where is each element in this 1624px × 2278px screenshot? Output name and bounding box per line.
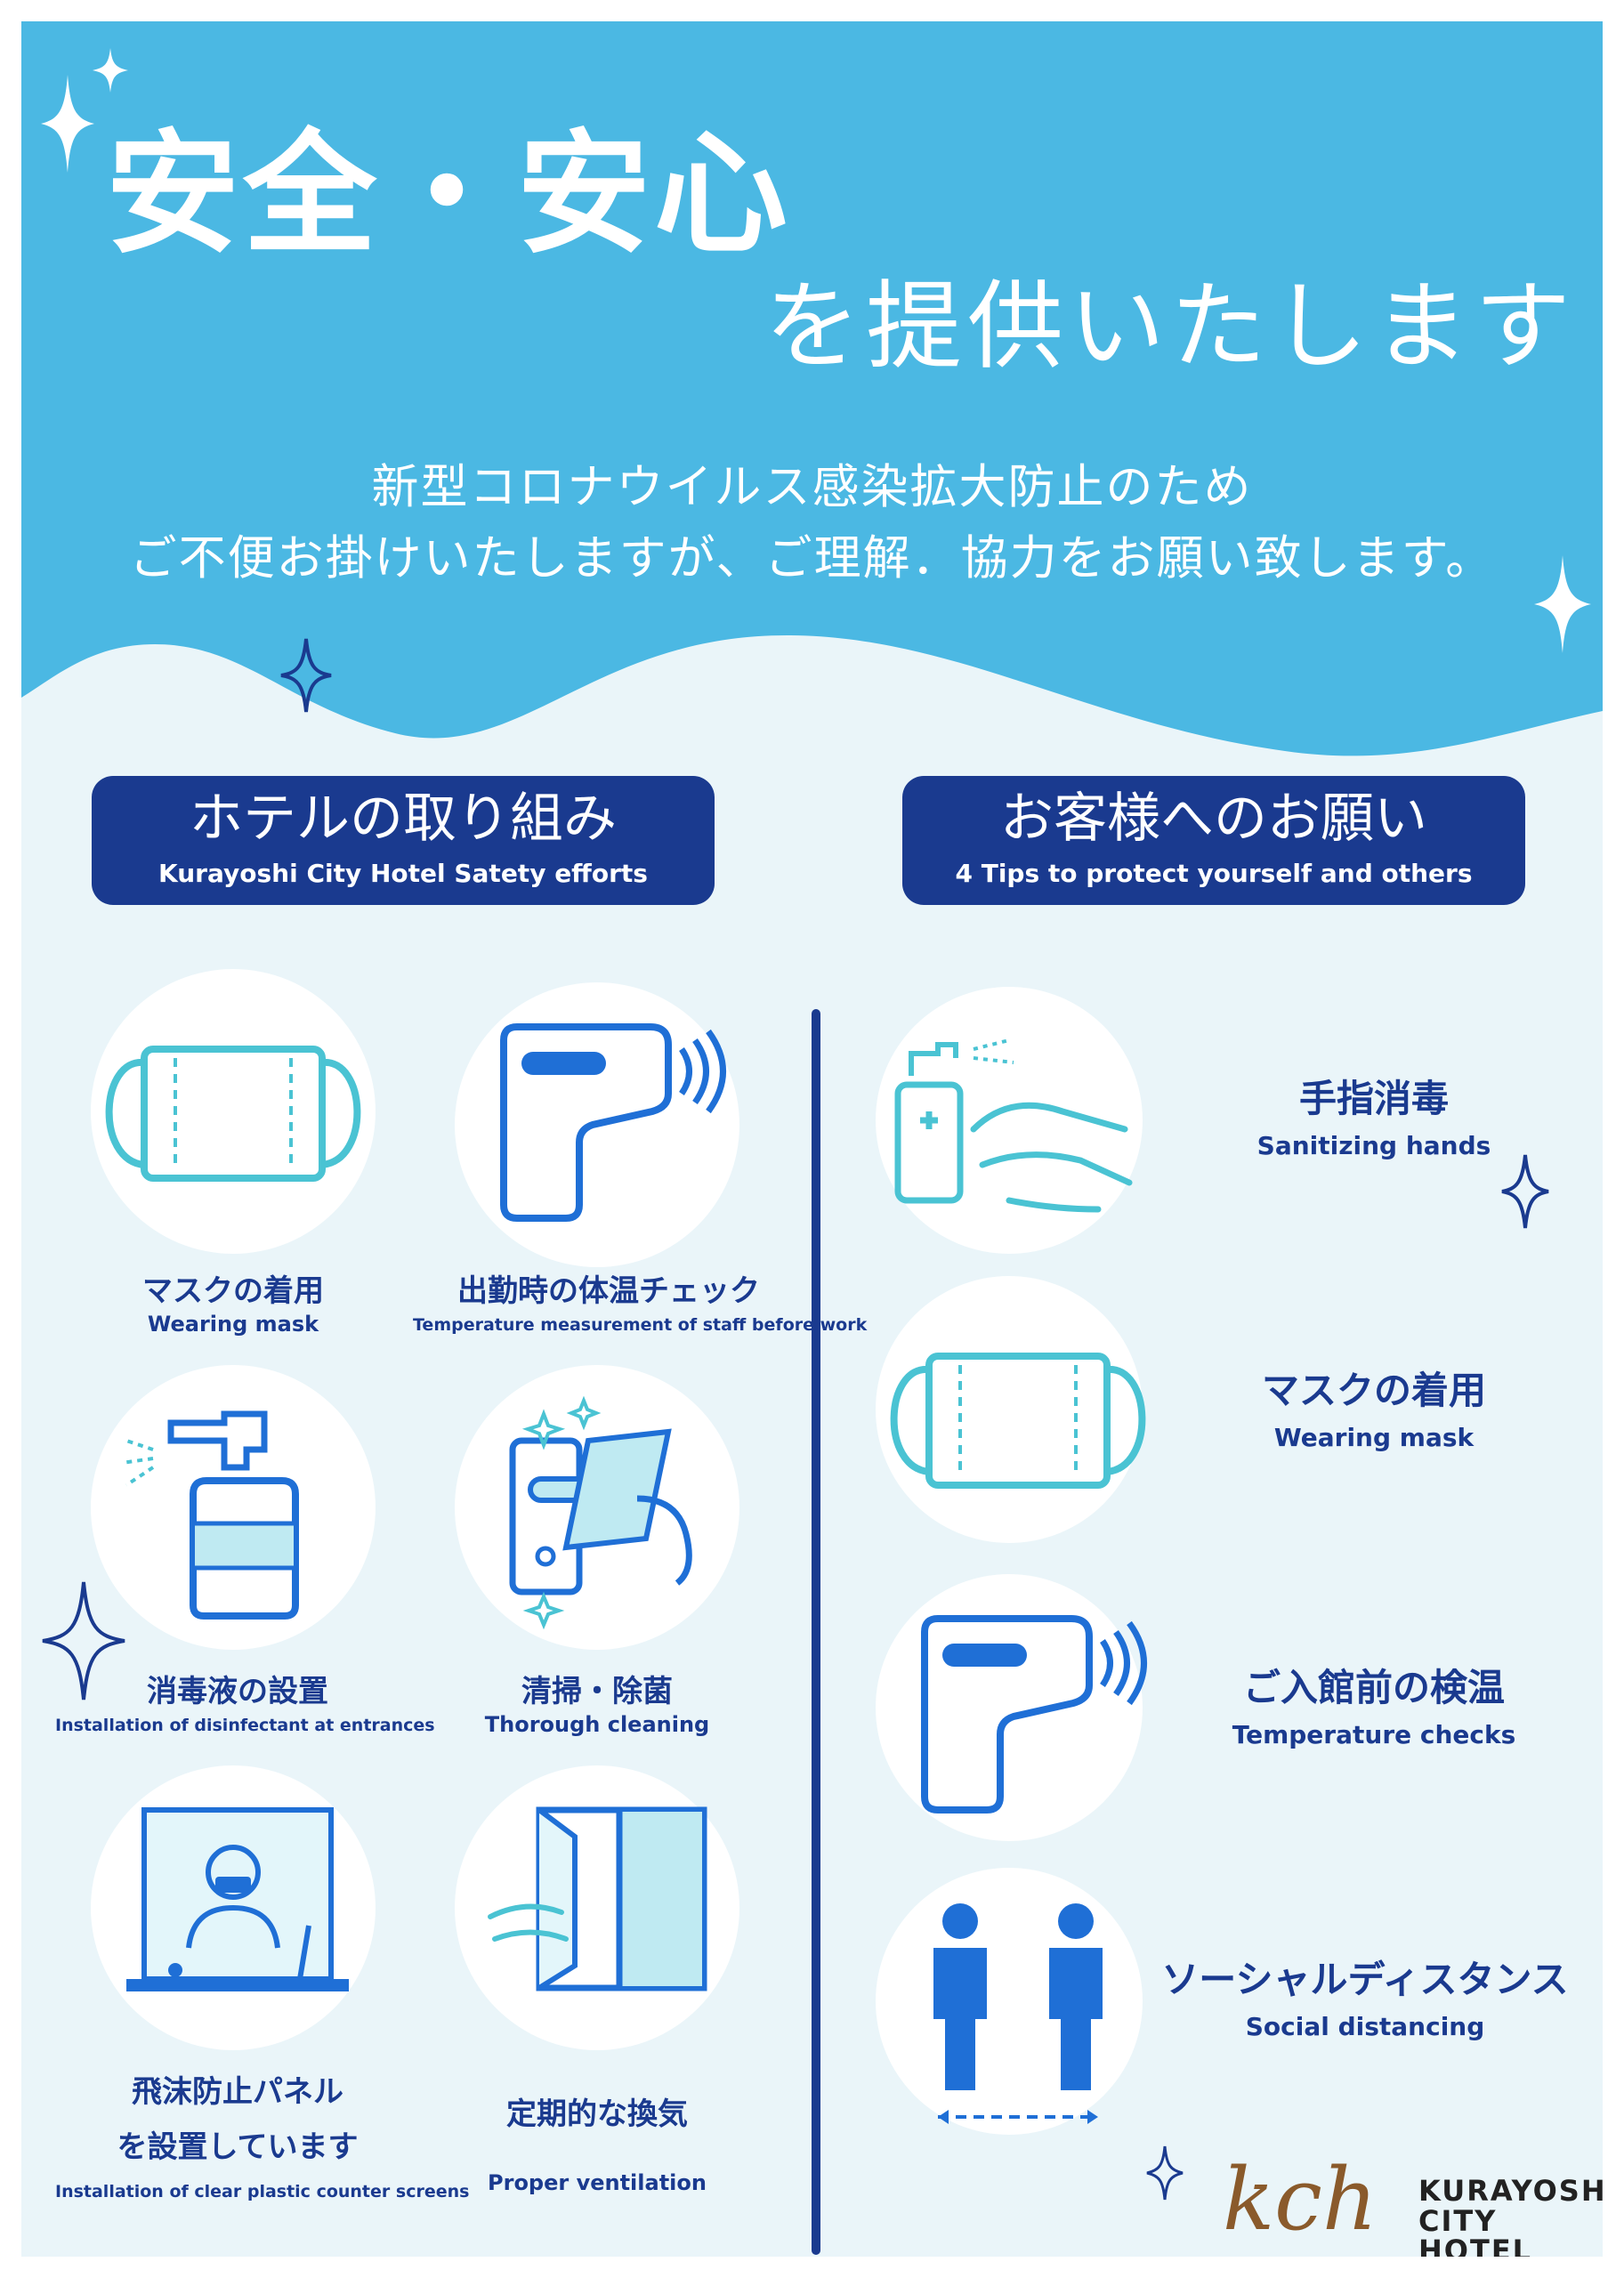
sparkle-icon: [280, 638, 332, 713]
item-label-jp-line2: を設置しています: [117, 2129, 359, 2165]
social-distancing-icon: [933, 1903, 1103, 2124]
cleaning-door-handle-icon: [509, 1395, 692, 1630]
sparkle-icon: [1146, 2145, 1184, 2201]
item-label-en: Installation of clear plastic counter sc…: [55, 2182, 470, 2201]
cleaning-circle: [455, 1365, 739, 1650]
hand-sanitizing-icon: [894, 1038, 1133, 1213]
hero-wave-background: [21, 21, 1603, 756]
logo-line1: KURAYOSHI: [1418, 2174, 1603, 2208]
item-label-jp: 飛沫防止パネル: [132, 2074, 343, 2110]
left-section-title: ホテルの取り組み: [190, 788, 617, 850]
item-label-jp: マスクの着用: [1261, 1369, 1486, 1412]
thermometer-circle: [455, 982, 739, 1267]
logo-line2: CITY HOTEL: [1418, 2203, 1533, 2257]
thermometer-circle-right: [876, 1574, 1147, 1841]
logo-mark: kch: [1223, 2150, 1378, 2250]
item-label-en: Wearing mask: [1273, 1423, 1475, 1452]
sanitizer-bottle-icon: [121, 1410, 299, 1620]
left-section-subtitle: Kurayoshi City Hotel Satety efforts: [158, 859, 648, 888]
mask-circle-right: [876, 1276, 1146, 1543]
item-label-en: Wearing mask: [147, 1312, 319, 1337]
sparkle-icon: [93, 48, 128, 93]
counter-screen-circle: [91, 1765, 376, 2050]
item-label-jp: 出勤時の体温チェック: [457, 1273, 760, 1309]
item-label-jp: 消毒液の設置: [147, 1674, 328, 1709]
item-label-jp: ご入館前の検温: [1242, 1666, 1505, 1709]
item-label-en: Temperature checks: [1232, 1720, 1516, 1749]
sparkle-icon: [41, 75, 94, 173]
item-label-en: Sanitizing hands: [1256, 1131, 1491, 1160]
hero-title-line2: を提供いたします: [764, 271, 1577, 383]
mask-icon: [890, 1353, 1146, 1489]
column-divider: [812, 1009, 820, 2255]
mask-circle: [91, 969, 376, 1254]
right-section-title: お客様へのお願い: [1000, 788, 1427, 850]
item-label-en: Installation of disinfectant at entrance…: [55, 1716, 435, 1735]
item-label-en: Social distancing: [1245, 2012, 1485, 2041]
hero-subtitle-line2: ご不便お掛けいたしますが、ご理解．協力をお願い致します。: [129, 531, 1495, 586]
logo-text: KURAYOSHI CITY HOTEL: [1418, 2174, 1603, 2257]
hero-subtitle-line1: 新型コロナウイルス感染拡大防止のため: [371, 460, 1253, 514]
mask-icon: [105, 1046, 361, 1182]
ventilation-circle: [455, 1765, 739, 2050]
item-label-jp: ソーシャルディスタンス: [1161, 1958, 1569, 2001]
thermometer-gun-icon: [500, 1023, 726, 1222]
item-label-en: Proper ventilation: [488, 2170, 707, 2195]
item-label-jp: 手指消毒: [1298, 1077, 1449, 1120]
item-label-en: Thorough cleaning: [484, 1712, 710, 1737]
left-section-header: ホテルの取り組み Kurayoshi City Hotel Satety eff…: [92, 776, 715, 905]
hand-sanitizing-circle: [876, 987, 1143, 1254]
sparkle-icon: [1501, 1154, 1549, 1229]
item-label-en: Temperature measurement of staff before …: [413, 1315, 868, 1335]
social-distancing-circle: [876, 1868, 1143, 2135]
right-section-header: お客様へのお願い 4 Tips to protect yourself and …: [902, 776, 1525, 905]
sanitizer-circle: [91, 1365, 376, 1650]
sparkle-icon: [1534, 555, 1591, 653]
item-label-jp: マスクの着用: [142, 1273, 324, 1309]
hotel-logo: kch KURAYOSHI CITY HOTEL: [1205, 2150, 1603, 2257]
sparkle-icon: [42, 1581, 125, 1700]
poster: 安全・安心 を提供いたします 新型コロナウイルス感染拡大防止のため ご不便お掛け…: [21, 21, 1603, 2257]
right-section-subtitle: 4 Tips to protect yourself and others: [955, 859, 1473, 888]
window-ventilation-icon: [488, 1806, 707, 1991]
item-label-jp: 定期的な換気: [506, 2096, 688, 2132]
item-label-jp: 清掃・除菌: [521, 1674, 673, 1709]
counter-screen-icon: [126, 1807, 349, 1991]
hero-title: 安全・安心: [106, 117, 792, 272]
thermometer-gun-icon: [921, 1615, 1147, 1814]
